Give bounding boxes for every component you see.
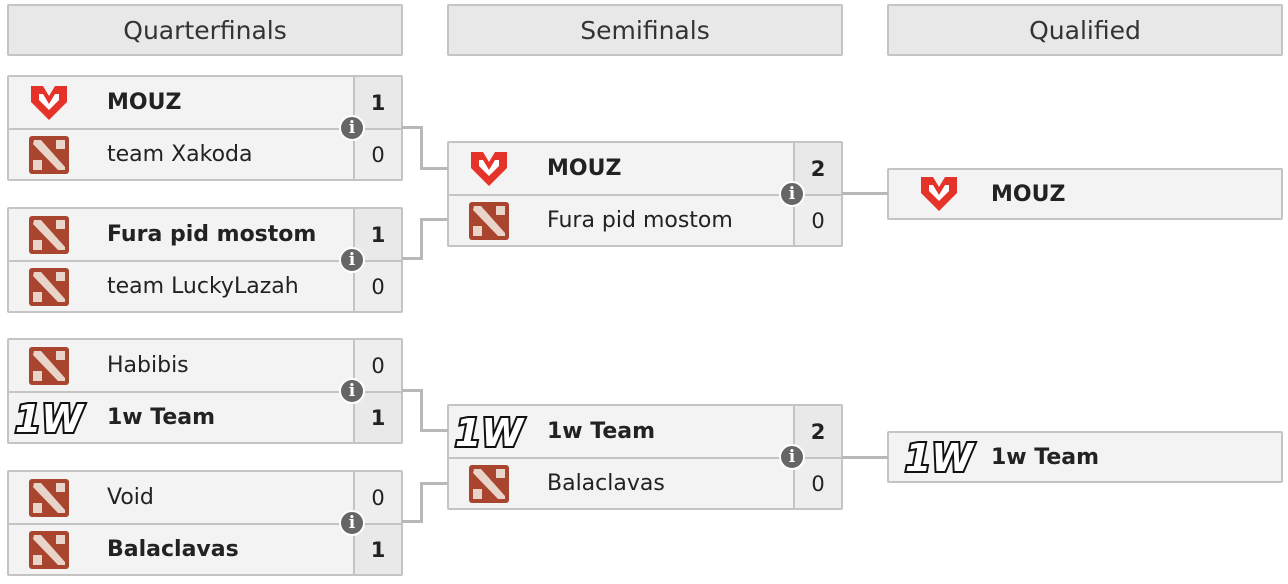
- qualified-team-1[interactable]: MOUZ: [887, 168, 1283, 220]
- qualified-team-1-name: MOUZ: [991, 181, 1066, 207]
- semifinals-header: Semifinals: [447, 4, 843, 56]
- connector-sf2-h: [842, 456, 888, 459]
- sf-match-2[interactable]: 1W 1w Team 2 Balaclavas 0 i: [447, 404, 843, 510]
- qf2-team1-row[interactable]: Fura pid mostom 1: [9, 209, 401, 260]
- qf1-team2-score: 0: [353, 130, 401, 179]
- sf1-team1-row[interactable]: MOUZ 2: [449, 143, 841, 194]
- qf-match-2[interactable]: Fura pid mostom 1 team LuckyLazah 0 i: [7, 207, 403, 313]
- qf-match-1[interactable]: MOUZ 1 team Xakoda 0 i: [7, 75, 403, 181]
- connector-qf2-h2: [420, 218, 448, 221]
- connector-qf4-h: [402, 520, 422, 523]
- sf1-team1-name: MOUZ: [547, 156, 622, 181]
- info-icon[interactable]: i: [779, 181, 805, 207]
- connector-qf1-h2: [420, 167, 448, 170]
- sf-match-1[interactable]: MOUZ 2 Fura pid mostom 0 i: [447, 141, 843, 247]
- semifinals-header-label: Semifinals: [580, 15, 710, 45]
- dota-logo-icon: [9, 129, 89, 180]
- qf2-team2-score: 0: [353, 262, 401, 311]
- info-icon[interactable]: i: [339, 510, 365, 536]
- info-icon[interactable]: i: [339, 247, 365, 273]
- qf4-team1-name: Void: [107, 485, 154, 510]
- 1w-logo-icon: 1W: [449, 406, 529, 457]
- qf3-team2-row[interactable]: 1W 1w Team 1: [9, 391, 401, 442]
- qualified-header: Qualified: [887, 4, 1283, 56]
- connector-qf1-v: [420, 126, 423, 170]
- connector-qf3-h2: [420, 429, 448, 432]
- connector-qf3-v: [420, 389, 423, 432]
- qf3-team2-name: 1w Team: [107, 405, 216, 430]
- connector-qf4-v: [420, 482, 423, 523]
- sf1-team2-name: Fura pid mostom: [547, 208, 733, 233]
- dota-logo-icon: [9, 524, 89, 575]
- sf1-team2-score: 0: [793, 196, 841, 245]
- qualified-header-label: Qualified: [1029, 15, 1141, 45]
- dota-logo-icon: [9, 340, 89, 391]
- qf1-team2-row[interactable]: team Xakoda 0: [9, 128, 401, 179]
- svg-text:1W: 1W: [15, 397, 85, 441]
- quarterfinals-header-label: Quarterfinals: [123, 15, 287, 45]
- qf4-team2-name: Balaclavas: [107, 537, 239, 562]
- 1w-logo-icon: 1W: [9, 392, 89, 443]
- sf2-team1-row[interactable]: 1W 1w Team 2: [449, 406, 841, 457]
- connector-qf2-v: [420, 218, 423, 260]
- sf2-team2-row[interactable]: Balaclavas 0: [449, 457, 841, 508]
- info-icon[interactable]: i: [779, 444, 805, 470]
- dota-logo-icon: [449, 458, 529, 509]
- qf3-team1-row[interactable]: Habibis 0: [9, 340, 401, 391]
- mouz-logo-icon: [449, 143, 529, 194]
- qualified-team-2[interactable]: 1W 1w Team: [887, 431, 1283, 483]
- qf4-team2-score: 1: [353, 525, 401, 574]
- qf1-team2-name: team Xakoda: [107, 142, 253, 167]
- dota-logo-icon: [449, 195, 529, 246]
- connector-qf2-h: [402, 257, 422, 260]
- sf2-team2-name: Balaclavas: [547, 471, 665, 496]
- dota-logo-icon: [9, 472, 89, 523]
- qf2-team2-name: team LuckyLazah: [107, 274, 299, 299]
- mouz-logo-icon: [889, 169, 989, 220]
- dota-logo-icon: [9, 261, 89, 312]
- connector-qf3-h: [402, 389, 422, 392]
- svg-text:1W: 1W: [905, 436, 975, 480]
- dota-logo-icon: [9, 209, 89, 260]
- qf1-team1-name: MOUZ: [107, 90, 182, 115]
- info-icon[interactable]: i: [339, 115, 365, 141]
- sf2-team2-score: 0: [793, 459, 841, 508]
- qf4-team2-row[interactable]: Balaclavas 1: [9, 523, 401, 574]
- sf2-team1-name: 1w Team: [547, 419, 656, 444]
- connector-qf1-h: [402, 126, 422, 129]
- qf3-team2-score: 1: [353, 393, 401, 442]
- connector-sf1-h: [842, 192, 888, 195]
- 1w-logo-icon: 1W: [889, 432, 989, 483]
- connector-qf4-h2: [420, 482, 448, 485]
- mouz-logo-icon: [9, 77, 89, 128]
- qualified-team-2-name: 1w Team: [991, 444, 1100, 470]
- qf-match-3[interactable]: Habibis 0 1W 1w Team 1 i: [7, 338, 403, 444]
- qf2-team2-row[interactable]: team LuckyLazah 0: [9, 260, 401, 311]
- qf-match-4[interactable]: Void 0 Balaclavas 1 i: [7, 470, 403, 576]
- svg-text:1W: 1W: [455, 411, 525, 455]
- sf1-team2-row[interactable]: Fura pid mostom 0: [449, 194, 841, 245]
- info-icon[interactable]: i: [339, 378, 365, 404]
- qf3-team1-name: Habibis: [107, 353, 189, 378]
- qf2-team1-name: Fura pid mostom: [107, 222, 317, 247]
- quarterfinals-header: Quarterfinals: [7, 4, 403, 56]
